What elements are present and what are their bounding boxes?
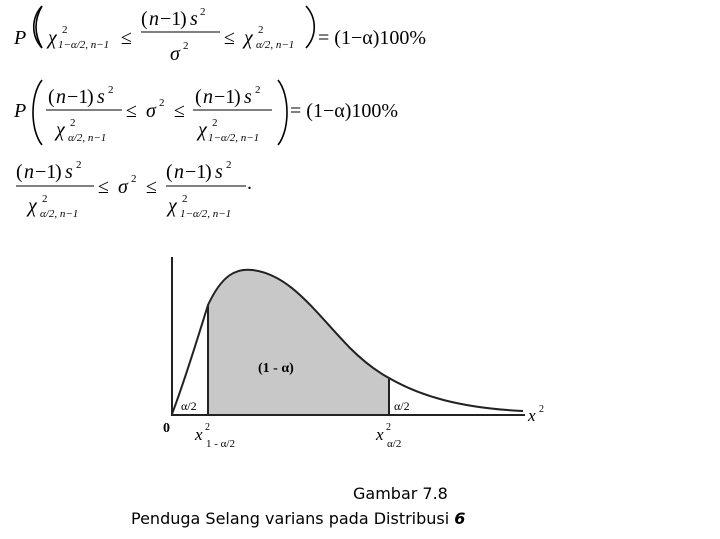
eq1-P: P — [13, 27, 26, 49]
eq1-right-paren — [305, 5, 316, 49]
svg-text:2: 2 — [226, 159, 232, 171]
svg-text:2: 2 — [62, 24, 68, 36]
svg-text:2: 2 — [212, 117, 218, 129]
svg-text:(: ( — [48, 86, 55, 108]
eq1-chi-upper: χ — [242, 27, 254, 49]
svg-text:α/2, n−1: α/2, n−1 — [40, 208, 78, 220]
svg-text:2: 2 — [258, 24, 264, 36]
equation-3: ( n −1 ) s 2 χ 2 α/2, n−1 ≤ σ 2 ≤ ( n −1… — [16, 159, 252, 220]
svg-text:(: ( — [141, 8, 148, 30]
svg-text:): ) — [205, 161, 212, 183]
eq1-leq-1: ≤ — [121, 27, 132, 49]
svg-text:α/2: α/2 — [387, 438, 401, 450]
svg-text:−1: −1 — [185, 161, 206, 183]
svg-text:2: 2 — [386, 422, 391, 433]
svg-text:= (1−α)100%: = (1−α)100% — [290, 100, 398, 122]
svg-text:s: s — [190, 8, 198, 30]
svg-text:−1: −1 — [214, 86, 235, 108]
svg-text:n: n — [203, 86, 213, 108]
origin-label: 0 — [163, 421, 170, 436]
svg-text:2: 2 — [183, 40, 189, 52]
caption-mark: 6 — [454, 509, 466, 528]
svg-text:2: 2 — [108, 84, 114, 96]
svg-text:χ: χ — [166, 195, 178, 217]
svg-text:(: ( — [166, 161, 173, 183]
caption-title-text: Penduga Selang varians pada Distribusi — [131, 509, 450, 528]
svg-text:σ: σ — [118, 176, 129, 198]
eq1-chi-lower: χ — [46, 27, 58, 49]
svg-text:α/2, n−1: α/2, n−1 — [256, 39, 294, 51]
equation-1: P χ 2 1−α/2, n−1 ≤ ( n −1 ) s 2 σ 2 ≤ χ … — [13, 5, 426, 65]
svg-text:): ) — [180, 8, 187, 30]
svg-text:s: s — [215, 161, 223, 183]
svg-text:2: 2 — [200, 6, 206, 18]
svg-text:χ: χ — [26, 195, 38, 217]
svg-text:1−α/2, n−1: 1−α/2, n−1 — [208, 132, 259, 144]
svg-text:n: n — [149, 8, 159, 30]
svg-text:P: P — [13, 100, 26, 122]
x-lower-label: x — [194, 425, 203, 444]
svg-text:≤: ≤ — [146, 176, 157, 198]
axis-label: x — [527, 406, 536, 425]
eq1-leq-2: ≤ — [224, 27, 235, 49]
density-curve — [171, 268, 524, 415]
svg-text:1 - α/2: 1 - α/2 — [206, 438, 235, 450]
svg-text:.: . — [247, 172, 252, 194]
svg-text:σ: σ — [146, 100, 157, 122]
left-tail-label: α/2 — [181, 399, 197, 413]
svg-text:): ) — [87, 86, 94, 108]
svg-text:2: 2 — [70, 117, 76, 129]
svg-text:2: 2 — [255, 84, 261, 96]
svg-text:n: n — [56, 86, 66, 108]
svg-text:s: s — [65, 161, 73, 183]
svg-text:n: n — [174, 161, 184, 183]
svg-text:χ: χ — [196, 119, 208, 141]
svg-text:s: s — [244, 86, 252, 108]
svg-text:−1: −1 — [160, 8, 181, 30]
svg-text:(: ( — [195, 86, 202, 108]
svg-text:σ: σ — [170, 43, 181, 65]
svg-text:n: n — [24, 161, 34, 183]
svg-text:2: 2 — [159, 97, 165, 109]
svg-text:(: ( — [16, 161, 23, 183]
svg-text:): ) — [55, 161, 62, 183]
chi-square-figure: 0 (1 - α) α/2 α/2 x 2 x 2 1 - α/2 x 2 α/… — [163, 257, 544, 450]
caption-title: Penduga Selang varians pada Distribusi 6 — [131, 509, 465, 528]
svg-text:2: 2 — [539, 404, 544, 415]
svg-text:α/2, n−1: α/2, n−1 — [68, 132, 106, 144]
svg-text:≤: ≤ — [98, 176, 109, 198]
svg-text:2: 2 — [42, 193, 48, 205]
svg-text:≤: ≤ — [126, 100, 137, 122]
x-upper-label: x — [375, 425, 384, 444]
svg-text:): ) — [234, 86, 241, 108]
central-region — [208, 269, 389, 415]
svg-text:−1: −1 — [35, 161, 56, 183]
svg-text:2: 2 — [182, 193, 188, 205]
eq1-rhs: = (1−α)100% — [318, 27, 426, 49]
caption-figure-number: Gambar 7.8 — [353, 484, 448, 503]
svg-text:χ: χ — [54, 119, 66, 141]
svg-text:1−α/2, n−1: 1−α/2, n−1 — [58, 39, 109, 51]
svg-text:2: 2 — [205, 422, 210, 433]
right-tail-label: α/2 — [394, 399, 410, 413]
svg-text:1−α/2, n−1: 1−α/2, n−1 — [180, 208, 231, 220]
svg-text:≤: ≤ — [174, 100, 185, 122]
center-label: (1 - α) — [258, 361, 294, 376]
equation-2: P ( n −1 ) s 2 χ 2 α/2, n−1 ≤ σ 2 ≤ ( n … — [13, 79, 398, 146]
svg-text:2: 2 — [131, 173, 137, 185]
svg-text:−1: −1 — [67, 86, 88, 108]
svg-text:s: s — [97, 86, 105, 108]
svg-text:2: 2 — [76, 159, 82, 171]
